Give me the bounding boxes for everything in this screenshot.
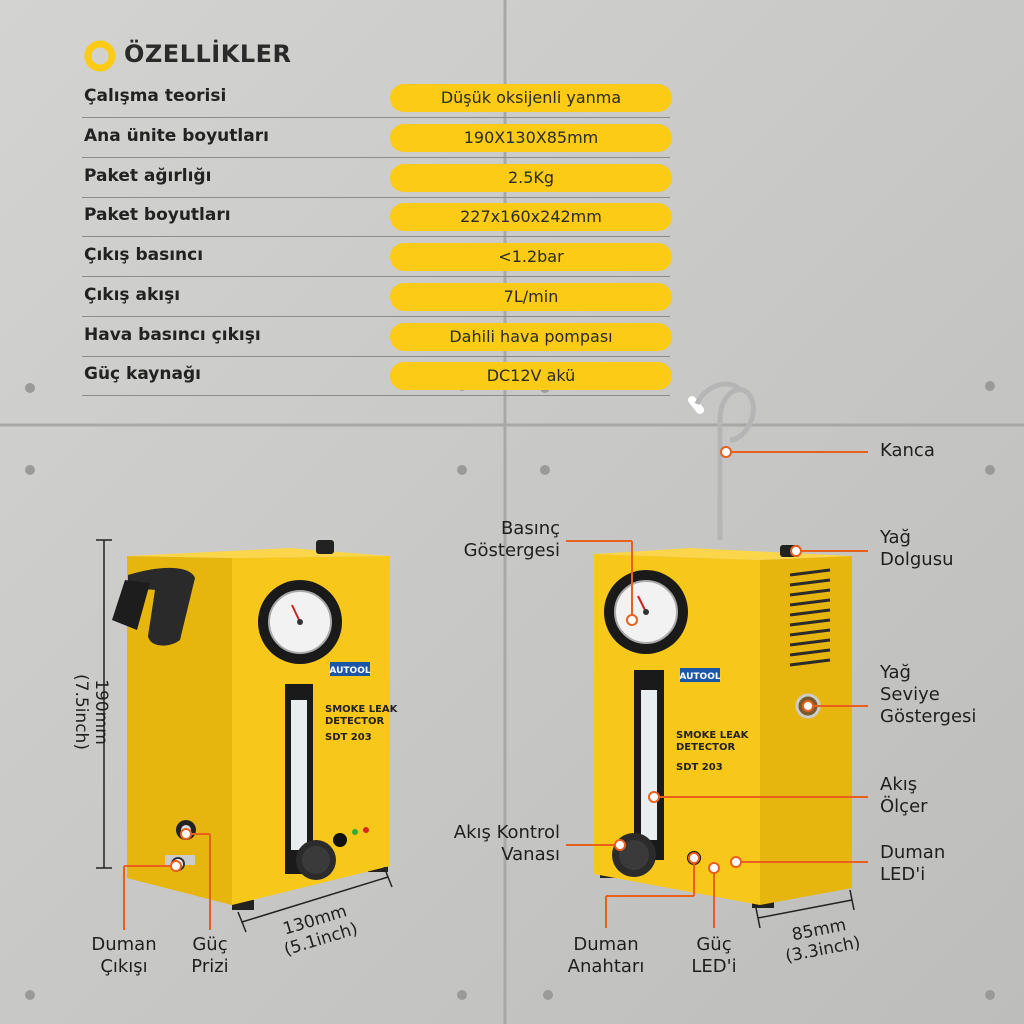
- svg-text:SMOKE LEAK: SMOKE LEAK: [325, 704, 399, 715]
- spec-row: Ana ünite boyutları 190X130X85mm: [82, 118, 672, 158]
- spec-title: ÖZELLİKLER: [124, 40, 292, 68]
- title-ring-icon: [84, 40, 116, 72]
- svg-text:DETECTOR: DETECTOR: [325, 716, 384, 727]
- divider: [82, 117, 670, 118]
- divider: [82, 157, 670, 158]
- height-dimension: 190mm(7.5inch): [71, 674, 111, 750]
- divider: [82, 395, 670, 396]
- spec-value: DC12V akü: [390, 362, 672, 390]
- svg-text:SDT 203: SDT 203: [676, 762, 723, 773]
- svg-text:AUTOOL: AUTOOL: [679, 672, 720, 682]
- divider: [82, 316, 670, 317]
- spec-row: Paket ağırlığı 2.5Kg: [82, 158, 672, 198]
- svg-text:SMOKE LEAK: SMOKE LEAK: [676, 730, 750, 741]
- divider: [82, 197, 670, 198]
- divider: [82, 356, 670, 357]
- spec-label: Çıkış basıncı: [84, 245, 204, 265]
- spec-value: 227x160x242mm: [390, 203, 672, 231]
- spec-value: 190X130X85mm: [390, 124, 672, 152]
- spec-row: Paket boyutları 227x160x242mm: [82, 197, 672, 237]
- spec-row: Güç kaynağı DC12V akü: [82, 356, 672, 396]
- right-device: AUTOOL SMOKE LEAK DETECTOR SDT 203: [594, 381, 852, 908]
- spec-label: Ana ünite boyutları: [84, 126, 269, 146]
- divider: [82, 276, 670, 277]
- divider: [82, 236, 670, 237]
- spec-label: Paket ağırlığı: [84, 166, 212, 186]
- spec-value: Düşük oksijenli yanma: [390, 84, 672, 112]
- spec-label: Güç kaynağı: [84, 364, 201, 384]
- spec-label: Paket boyutları: [84, 205, 231, 225]
- spec-value: <1.2bar: [390, 243, 672, 271]
- spec-value: Dahili hava pompası: [390, 323, 672, 351]
- spec-row: Hava basıncı çıkışı Dahili hava pompası: [82, 317, 672, 357]
- spec-value: 2.5Kg: [390, 164, 672, 192]
- spec-label: Hava basıncı çıkışı: [84, 325, 261, 345]
- spec-label: Çıkış akışı: [84, 285, 181, 305]
- spec-label: Çalışma teorisi: [84, 86, 227, 106]
- spec-row: Çalışma teorisi Düşük oksijenli yanma: [82, 78, 672, 118]
- left-device: AUTOOL SMOKE LEAK DETECTOR SDT 203: [112, 540, 399, 910]
- svg-text:SDT 203: SDT 203: [325, 732, 372, 743]
- spec-value: 7L/min: [390, 283, 672, 311]
- spec-row: Çıkış basıncı <1.2bar: [82, 237, 672, 277]
- callout-hook: Kanca: [880, 440, 935, 461]
- brand-badge-text: AUTOOL: [329, 666, 370, 676]
- svg-text:DETECTOR: DETECTOR: [676, 742, 735, 753]
- spec-row: Çıkış akışı 7L/min: [82, 277, 672, 317]
